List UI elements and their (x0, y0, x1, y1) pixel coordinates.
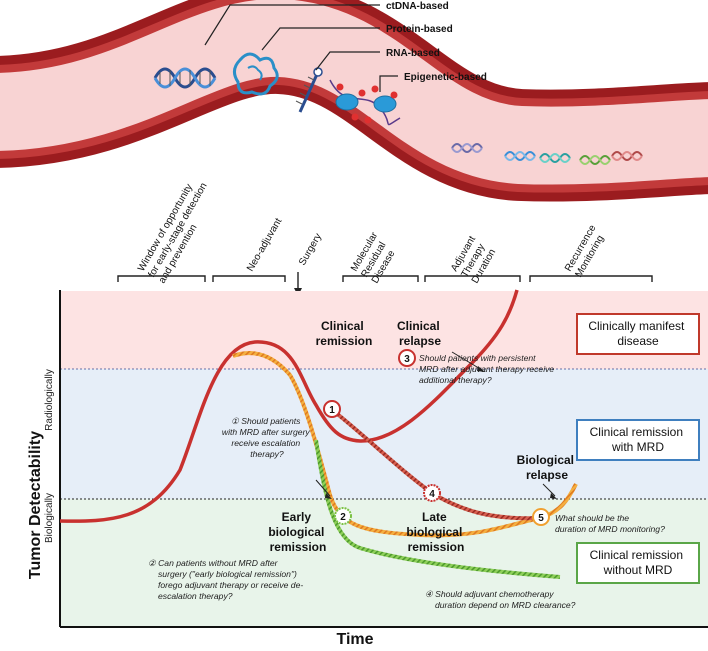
marker-5: 5 (532, 508, 550, 526)
level-biologically: Biologically (44, 493, 55, 543)
small-dna-icons (451, 143, 643, 165)
x-axis-title: Time (336, 631, 373, 646)
label-clinical-remission: Clinical remission (316, 319, 373, 348)
curve-labels: Clinical remission Clinical relapse Biol… (268, 319, 578, 554)
svg-text:5: 5 (538, 513, 544, 524)
epigenetic-label: Epigenetic-based (404, 72, 487, 83)
box-remission-mrd: Clinical remission with MRD (590, 425, 687, 454)
dna-helix-icon (153, 67, 217, 89)
zone-backgrounds (60, 291, 708, 627)
box-remission-no-mrd: Clinical remission without MRD (590, 548, 687, 577)
question-4: ④ Should adjuvant chemotherapy duration … (425, 589, 576, 610)
marker-2: 2 (334, 507, 352, 525)
phase-adjuvant: Adjuvant Therapy Duration (449, 232, 500, 286)
nucleosome-icon (329, 79, 401, 126)
marker-1: 1 (323, 400, 341, 418)
box-manifest: Clinically manifest disease (588, 319, 687, 348)
question-5: What should be the duration of MRD monit… (555, 513, 665, 534)
svg-text:1: 1 (329, 405, 335, 416)
question-2: ② Can patients without MRD after surgery… (148, 558, 306, 601)
marker-3: 3 (398, 349, 416, 367)
rna-label: RNA-based (386, 48, 440, 59)
phase-window: Window of opportunity for early-stage de… (136, 173, 221, 286)
label-late-biological: Late biological remission (406, 510, 465, 554)
phase-mrd: Molecular Residual Disease (349, 228, 402, 285)
svg-text:4: 4 (429, 489, 435, 500)
phase-brackets (117, 275, 653, 282)
label-early-biological: Early biological remission (268, 510, 327, 554)
questions: ① Should patients with MRD after surgery… (148, 353, 665, 610)
question-3: Should patients with persistent MRD afte… (419, 353, 557, 385)
y-axis-title: Tumor Detectability (27, 431, 44, 579)
level-radiologically: Radiologically (44, 369, 55, 431)
markers: 1 2 3 4 5 (323, 349, 550, 526)
svg-text:2: 2 (340, 512, 346, 523)
question-1: ① Should patients with MRD after surgery… (222, 416, 312, 459)
ctdna-label: ctDNA-based (386, 1, 449, 12)
phase-recurrence: Recurrence Monitoring (563, 221, 610, 280)
protein-label: Protein-based (386, 24, 453, 35)
svg-text:3: 3 (404, 354, 410, 365)
phase-neoadjuvant: Neo-adjuvant (245, 216, 284, 273)
clinical-curve (59, 289, 519, 523)
axes: Tumor Detectability Time Radiologically … (27, 290, 708, 648)
protein-icon (233, 52, 279, 96)
label-clinical-relapse: Clinical relapse (397, 319, 443, 348)
phase-surgery: Surgery (297, 232, 324, 268)
label-biological-relapse: Biological relapse (517, 453, 578, 482)
marker-4: 4 (423, 484, 441, 502)
biomarker-labels: ctDNA-based Protein-based RNA-based Epig… (204, 1, 487, 92)
zone-boxes: Clinically manifest disease Clinical rem… (576, 313, 700, 584)
blood-vessel (0, 0, 708, 202)
